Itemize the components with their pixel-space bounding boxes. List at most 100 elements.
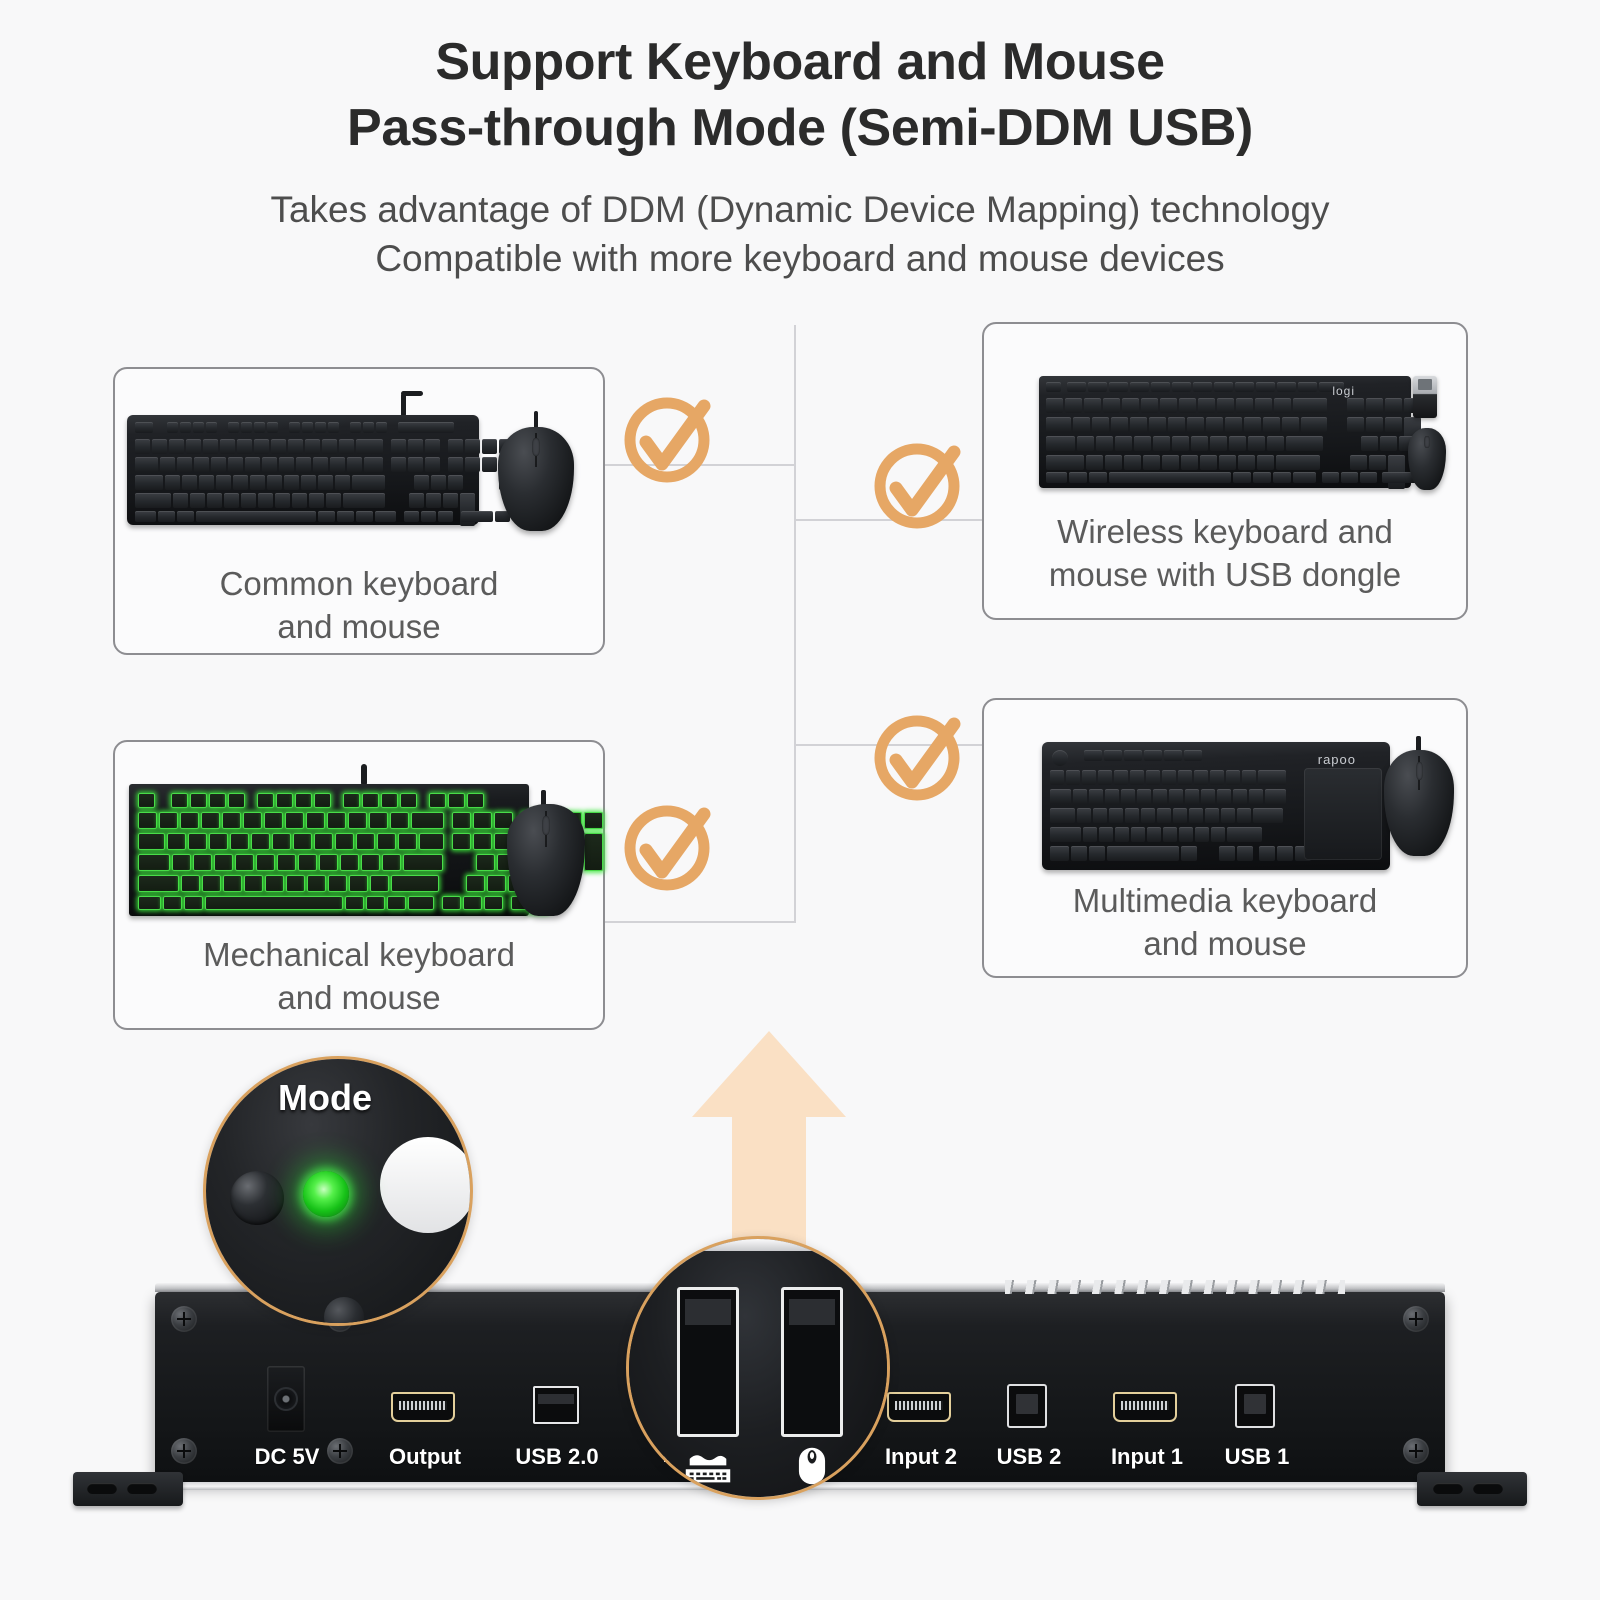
device-card-wireless[interactable]: logi Wireless keyboard and mouse with US… bbox=[982, 322, 1468, 620]
bracket-hole bbox=[1473, 1483, 1503, 1494]
mouse-cable bbox=[534, 411, 538, 431]
multimedia-keyboard-illustration: rapoo bbox=[984, 700, 1466, 872]
connector-vertical-line bbox=[794, 325, 796, 923]
panel-screw bbox=[206, 1297, 228, 1323]
wireless-mouse-illustration bbox=[1408, 428, 1446, 490]
mode-label: Mode bbox=[278, 1077, 372, 1118]
device-card-mechanical[interactable]: Mechanical keyboard and mouse bbox=[113, 740, 605, 1030]
mounting-bracket-left bbox=[73, 1472, 183, 1506]
mouse-cable bbox=[541, 790, 546, 808]
device-card-common[interactable]: Common keyboard and mouse bbox=[113, 367, 605, 655]
mode-status-led bbox=[303, 1171, 349, 1217]
mode-callout-content: Mode bbox=[206, 1059, 470, 1323]
zoom-port-usb-keyboard[interactable] bbox=[677, 1287, 739, 1437]
label-line-1: Wireless keyboard and bbox=[1057, 513, 1393, 550]
keyboard-cord-bend bbox=[401, 391, 423, 396]
port-usb-b-1[interactable] bbox=[1235, 1384, 1275, 1428]
port-label-dc-5v: DC 5V bbox=[254, 1444, 320, 1469]
panel-top-strip bbox=[629, 1239, 887, 1251]
arrow-up-icon bbox=[692, 1031, 846, 1275]
port-usb-2-0[interactable] bbox=[533, 1386, 579, 1424]
label-line-2: and mouse bbox=[277, 978, 441, 1016]
bracket-hole bbox=[87, 1483, 117, 1494]
port-label-output: Output bbox=[388, 1444, 462, 1469]
dongle-contacts bbox=[1418, 379, 1432, 391]
check-circle-icon bbox=[624, 805, 711, 891]
port-usb-b-2[interactable] bbox=[1007, 1384, 1047, 1428]
keyboard-brand-rapoo: rapoo bbox=[1317, 752, 1356, 767]
check-circle-icon bbox=[874, 443, 961, 529]
bracket-hole bbox=[1433, 1483, 1463, 1494]
bracket-hole bbox=[127, 1483, 157, 1494]
mouse-scroll-wheel bbox=[532, 438, 540, 457]
mechanical-keyboard-illustration bbox=[115, 742, 603, 934]
panel-screw bbox=[171, 1306, 197, 1332]
common-keyboard-illustration bbox=[115, 369, 603, 559]
mouse-illustration bbox=[498, 411, 574, 531]
panel-screw bbox=[171, 1438, 197, 1464]
device-card-mechanical-label: Mechanical keyboard and mouse bbox=[115, 934, 603, 1020]
device-card-multimedia[interactable]: rapoo bbox=[982, 698, 1468, 978]
label-line-1: Common keyboard bbox=[219, 565, 499, 602]
check-circle-icon bbox=[874, 715, 961, 801]
usb-dongle-icon bbox=[1413, 376, 1437, 418]
keyboard-body bbox=[127, 415, 514, 526]
magnifier-callout-usb-ports bbox=[626, 1236, 890, 1500]
page-title: Support Keyboard and Mouse Pass-through … bbox=[0, 30, 1600, 161]
label-line-2: and mouse bbox=[1143, 924, 1307, 962]
panel-screw bbox=[1403, 1306, 1429, 1332]
connector-branch-wireless bbox=[794, 519, 984, 521]
port-label-usb-1: USB 1 bbox=[1224, 1444, 1290, 1469]
label-line-1: Mechanical keyboard bbox=[203, 936, 515, 973]
page-subtitle: Takes advantage of DDM (Dynamic Device M… bbox=[0, 185, 1600, 283]
port-hdmi-output[interactable] bbox=[391, 1392, 455, 1422]
usb-callout-content bbox=[629, 1239, 887, 1497]
mounting-bracket-right bbox=[1417, 1472, 1527, 1506]
check-circle-icon-mechanical bbox=[612, 790, 722, 900]
usb-panel-surface bbox=[629, 1239, 887, 1497]
label-line-2: and mouse bbox=[277, 607, 441, 645]
multimedia-keyboard-body: rapoo bbox=[1042, 742, 1390, 870]
keyboard-cord bbox=[401, 393, 406, 417]
port-label-usb-2-0: USB 2.0 bbox=[515, 1444, 599, 1469]
wireless-keyboard-body: logi bbox=[1039, 376, 1421, 489]
mouse-icon-glyph bbox=[798, 1447, 826, 1485]
panel-screw bbox=[1403, 1438, 1429, 1464]
mouse-icon bbox=[795, 1445, 829, 1492]
subtitle-line-1: Takes advantage of DDM (Dynamic Device M… bbox=[270, 189, 1330, 230]
keyboard-cord bbox=[361, 764, 367, 786]
port-label-usb-2: USB 2 bbox=[996, 1444, 1062, 1469]
label-line-1: Multimedia keyboard bbox=[1072, 882, 1378, 919]
upward-flow-arrow bbox=[688, 1025, 850, 1280]
magnifier-callout-mode: Mode bbox=[203, 1056, 473, 1326]
mode-button[interactable] bbox=[230, 1171, 284, 1225]
device-card-wireless-label: Wireless keyboard and mouse with USB don… bbox=[984, 511, 1466, 597]
wireless-keyboard-illustration: logi bbox=[984, 324, 1466, 509]
connector-branch-mechanical bbox=[605, 921, 795, 923]
title-line-1: Support Keyboard and Mouse bbox=[435, 33, 1165, 91]
check-circle-icon-multimedia bbox=[862, 700, 972, 810]
keyboard-brand-logi: logi bbox=[1332, 384, 1355, 398]
mouse-scroll-wheel bbox=[1415, 761, 1423, 780]
zoom-port-usb-mouse[interactable] bbox=[781, 1287, 843, 1437]
device-card-common-label: Common keyboard and mouse bbox=[115, 563, 603, 649]
connector-branch-multimedia bbox=[794, 744, 984, 746]
mouse-scroll-wheel bbox=[542, 816, 550, 836]
gaming-mouse-illustration bbox=[507, 790, 585, 916]
mouse-cable bbox=[1416, 736, 1421, 754]
panel-cutout-shape bbox=[380, 1137, 470, 1234]
mouse-scroll-wheel bbox=[1424, 436, 1430, 449]
port-hdmi-input-2[interactable] bbox=[887, 1392, 951, 1422]
keyboard-touchpad bbox=[1304, 768, 1382, 860]
port-dc-5v[interactable] bbox=[267, 1366, 305, 1432]
multimedia-mouse-illustration bbox=[1384, 736, 1454, 856]
device-card-multimedia-label: Multimedia keyboard and mouse bbox=[984, 880, 1466, 966]
panel-screw bbox=[327, 1438, 353, 1464]
keyboard-icon bbox=[681, 1451, 735, 1490]
port-hdmi-input-1[interactable] bbox=[1113, 1392, 1177, 1422]
port-label-input-2: Input 2 bbox=[884, 1444, 958, 1469]
check-circle-icon-wireless bbox=[862, 428, 972, 538]
port-label-input-1: Input 1 bbox=[1110, 1444, 1184, 1469]
subtitle-line-2: Compatible with more keyboard and mouse … bbox=[375, 238, 1225, 280]
